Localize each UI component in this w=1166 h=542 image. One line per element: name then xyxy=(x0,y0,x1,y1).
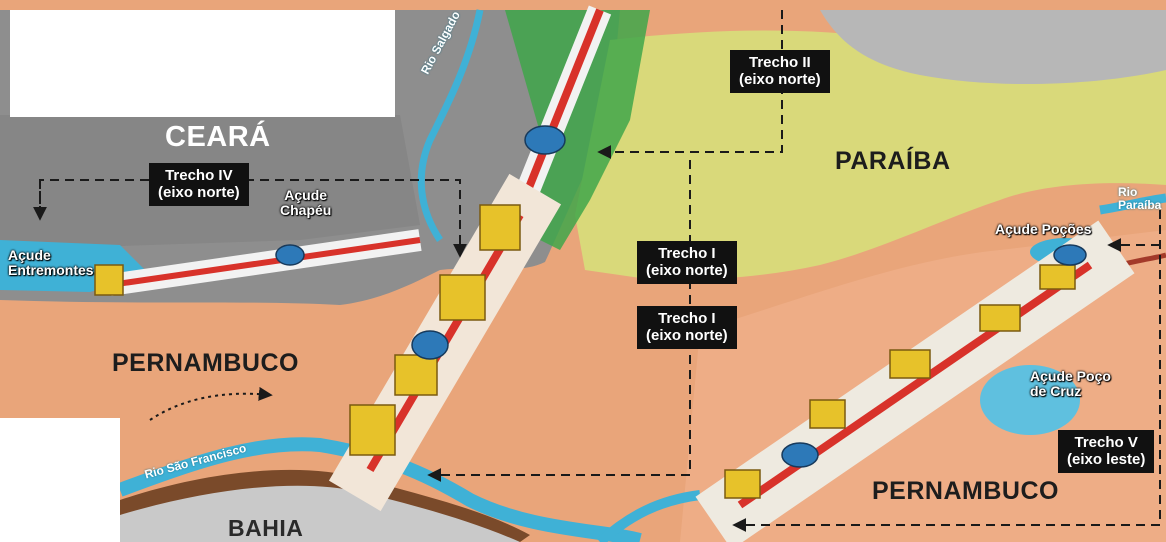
trecho-i-a-axis: (eixo norte) xyxy=(646,262,728,280)
dotted-flow-arrow xyxy=(149,386,273,421)
trecho-i-label-a: Trecho I (eixo norte) xyxy=(637,241,737,284)
rio-sao-francisco-lower xyxy=(596,490,701,542)
trecho-v-title: Trecho V xyxy=(1074,434,1138,451)
pump-stations xyxy=(94,204,1076,499)
trecho-i-b-title: Trecho I xyxy=(658,310,716,327)
acude-entremontes-line1: Açude xyxy=(8,247,51,263)
trecho-i-a-title: Trecho I xyxy=(658,245,716,262)
state-label-bahia: BAHIA xyxy=(228,515,304,541)
trecho-v-label: Trecho V (eixo leste) xyxy=(1058,430,1155,473)
trecho-iv-label: Trecho IV (eixo norte) xyxy=(149,163,249,206)
acude-poco-de-cruz-water xyxy=(980,365,1080,435)
paraiba-land xyxy=(575,30,1166,280)
trecho-i-b-axis: (eixo norte) xyxy=(646,327,728,345)
trecho-ii-axis: (eixo norte) xyxy=(739,71,821,89)
pump-machinery xyxy=(275,125,1087,468)
trecho-v-axis: (eixo leste) xyxy=(1067,451,1146,469)
state-label-pernambuco-east: PERNAMBUCO xyxy=(872,477,1059,505)
acude-poco-de-cruz-line1: Açude Poço xyxy=(1030,368,1111,384)
white-inset-top xyxy=(10,10,395,117)
acude-chapeu-label: Açude Chapéu xyxy=(280,188,331,217)
trecho-i-label-b: Trecho I (eixo norte) xyxy=(637,306,737,349)
trecho-iv-title: Trecho IV xyxy=(165,167,233,184)
vegetation-strip xyxy=(505,10,650,250)
northeast-terrain xyxy=(820,10,1166,85)
state-label-paraiba: PARAÍBA xyxy=(835,147,951,175)
trecho-ii-label: Trecho II (eixo norte) xyxy=(730,50,830,93)
rio-paraiba-line1: Rio xyxy=(1118,185,1138,199)
acude-chapeu-line1: Açude xyxy=(284,187,328,203)
acude-entremontes-line2: Entremontes xyxy=(8,261,94,278)
state-label-pernambuco-west: PERNAMBUCO xyxy=(112,349,299,377)
bahia-riverbank xyxy=(120,469,530,542)
trecho-ii-title: Trecho II xyxy=(749,54,811,71)
bahia-land xyxy=(120,478,520,542)
trecho-iv-axis: (eixo norte) xyxy=(158,184,240,202)
acude-chapeu-line2: Chapéu xyxy=(280,201,332,218)
rio-paraiba-label: Rio Paraíba xyxy=(1118,186,1161,211)
white-inset-bottom xyxy=(0,418,120,542)
rio-salgado xyxy=(417,9,484,242)
canal-trecho-iv-red xyxy=(109,237,421,288)
rio-paraiba xyxy=(1099,193,1166,215)
rio-paraiba-line2: Paraíba xyxy=(1118,197,1162,212)
acude-poco-de-cruz-label: Açude Poço de Cruz xyxy=(1030,369,1111,398)
acude-entremontes-label: Açude Entremontes xyxy=(8,248,94,277)
state-label-ceara: CEARÁ xyxy=(165,121,271,153)
acude-pocoes-label: Açude Poções xyxy=(995,221,1092,237)
canal-trecho-ii-red xyxy=(516,8,604,212)
acude-poco-de-cruz-line2: de Cruz xyxy=(1030,382,1082,399)
